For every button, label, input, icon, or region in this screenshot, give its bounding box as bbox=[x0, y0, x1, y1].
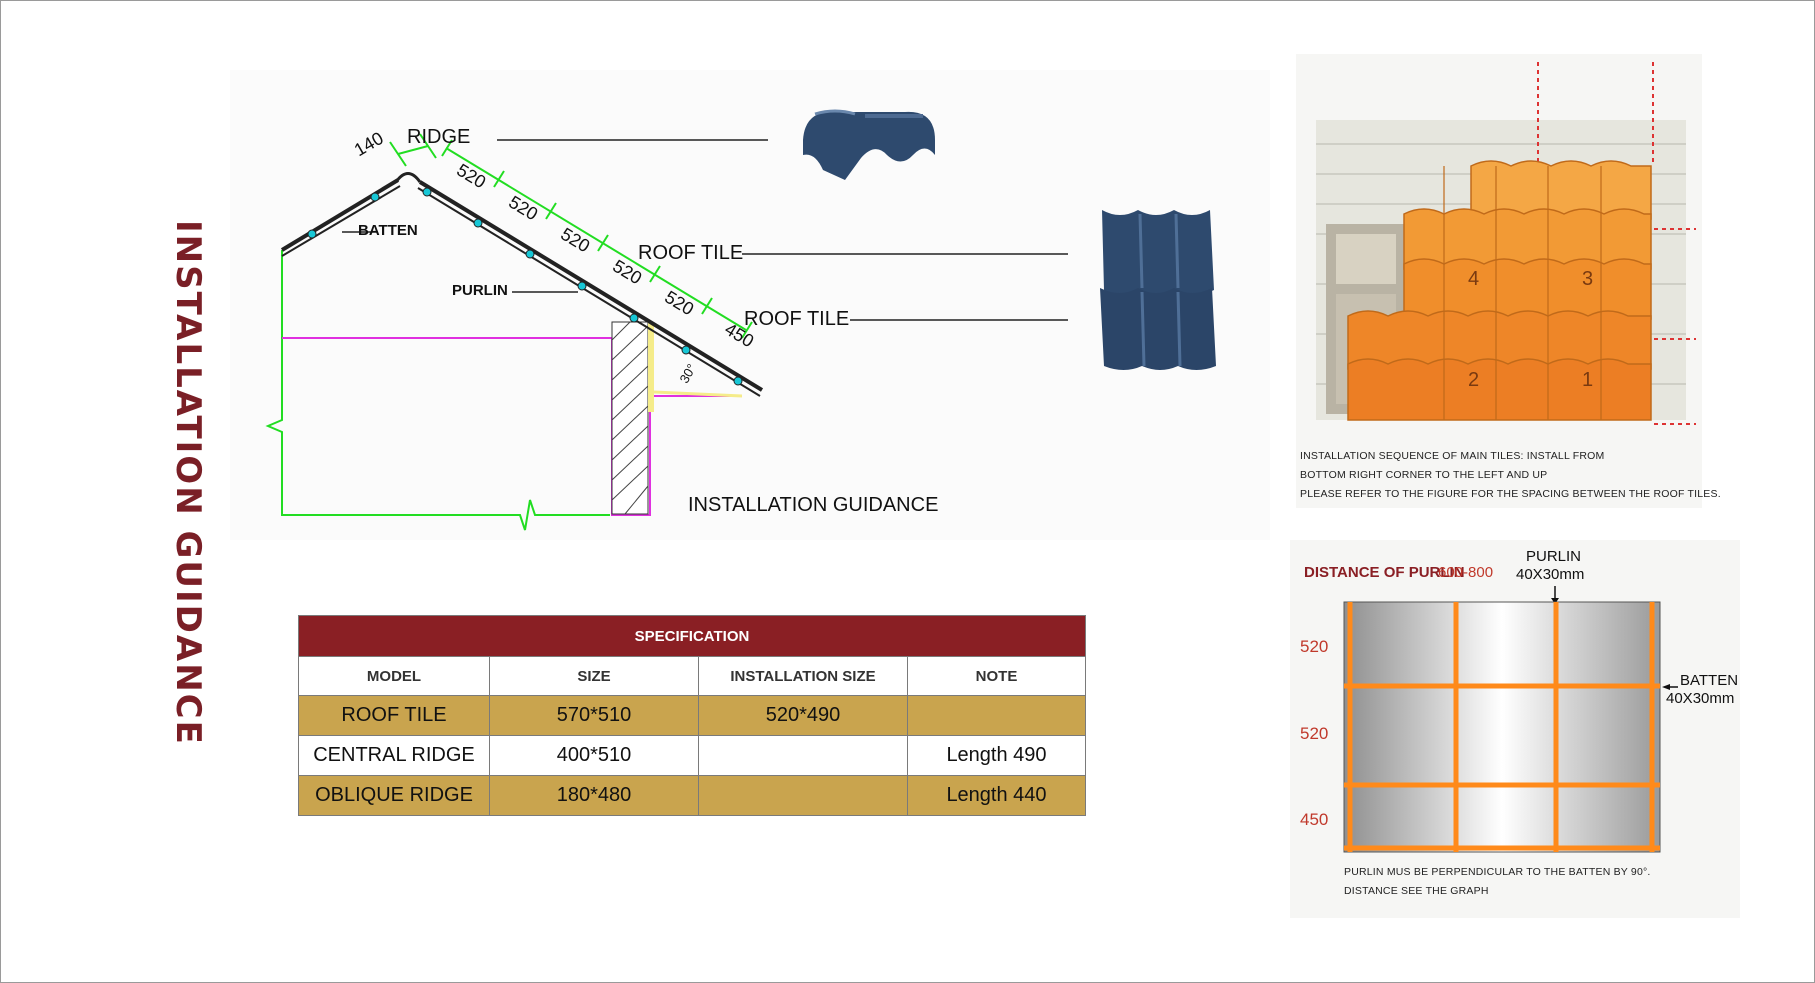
column-header-note: NOTE bbox=[907, 656, 1086, 696]
column-header-installation-size: INSTALLATION SIZE bbox=[698, 656, 908, 696]
cell-installation-size bbox=[698, 735, 908, 776]
specification-table: SPECIFICATION MODEL SIZE INSTALLATION SI… bbox=[298, 615, 1086, 816]
sequence-number: 4 bbox=[1468, 268, 1480, 290]
table-row: ROOF TILE 570*510 520*490 bbox=[298, 695, 1086, 736]
purlin-grid-graph bbox=[1343, 586, 1678, 853]
table-row: CENTRAL RIDGE 400*510 Length 490 bbox=[298, 735, 1086, 776]
sequence-note: BOTTOM RIGHT CORNER TO THE LEFT AND UP bbox=[1300, 469, 1548, 481]
purlin-distance-panel: DISTANCE OF PURLIN 600-800 PURLIN 40X30m… bbox=[1290, 540, 1740, 918]
cell-model: ROOF TILE bbox=[298, 695, 490, 736]
ridge-label: RIDGE bbox=[407, 126, 471, 148]
roof-tile-label-1: ROOF TILE bbox=[638, 242, 744, 264]
cell-size: 570*510 bbox=[489, 695, 699, 736]
spacing-label: 520 bbox=[1300, 724, 1329, 743]
batten-label: BATTEN bbox=[358, 222, 418, 239]
cell-installation-size: 520*490 bbox=[698, 695, 908, 736]
purlin-note: PURLIN MUS BE PERPENDICULAR TO THE BATTE… bbox=[1344, 866, 1651, 878]
column-header-size: SIZE bbox=[489, 656, 699, 696]
sequence-number: 2 bbox=[1468, 369, 1480, 391]
cell-note bbox=[907, 695, 1086, 736]
purlin-heading-value: 600-800 bbox=[1438, 564, 1494, 581]
cell-note: Length 490 bbox=[907, 735, 1086, 776]
batten-label: BATTEN bbox=[1680, 672, 1739, 689]
sequence-note: INSTALLATION SEQUENCE OF MAIN TILES: INS… bbox=[1300, 450, 1605, 462]
sequence-number: 3 bbox=[1582, 268, 1594, 290]
cell-model: OBLIQUE RIDGE bbox=[298, 775, 490, 816]
purlin-heading: DISTANCE OF PURLIN bbox=[1304, 564, 1465, 581]
spacing-label: 450 bbox=[1300, 810, 1329, 829]
purlin-label: PURLIN bbox=[1526, 548, 1582, 565]
roof-section-drawing bbox=[265, 133, 1068, 531]
cell-size: 180*480 bbox=[489, 775, 699, 816]
ridge-tile-image bbox=[803, 109, 935, 180]
cell-installation-size bbox=[698, 775, 908, 816]
purlin-label: PURLIN bbox=[452, 282, 508, 299]
cell-note: Length 440 bbox=[907, 775, 1086, 816]
specification-title: SPECIFICATION bbox=[298, 615, 1086, 657]
cell-model: CENTRAL RIDGE bbox=[298, 735, 490, 776]
sequence-note: PLEASE REFER TO THE FIGURE FOR THE SPACI… bbox=[1300, 488, 1721, 500]
cell-size: 400*510 bbox=[489, 735, 699, 776]
spacing-label: 520 bbox=[1300, 637, 1329, 656]
sequence-number: 1 bbox=[1582, 369, 1594, 391]
tile-sequence-photo bbox=[1316, 62, 1696, 425]
roof-tile-image bbox=[1100, 210, 1216, 370]
roof-section-diagram: RIDGE BATTEN PURLIN ROOF TILE ROOF TILE … bbox=[230, 70, 1270, 540]
table-row: OBLIQUE RIDGE 180*480 Length 440 bbox=[298, 775, 1086, 816]
installation-sequence-panel: 4 3 2 1 INSTALLATION SEQUENCE OF MAIN TI… bbox=[1296, 54, 1721, 508]
batten-size: 40X30mm bbox=[1666, 690, 1735, 707]
column-header-model: MODEL bbox=[298, 656, 490, 696]
diagram-caption: INSTALLATION GUIDANCE bbox=[688, 494, 939, 516]
roof-tile-label-2: ROOF TILE bbox=[744, 308, 850, 330]
purlin-size: 40X30mm bbox=[1516, 566, 1585, 583]
purlin-note: DISTANCE SEE THE GRAPH bbox=[1344, 885, 1489, 897]
page-title: INSTALLATION GUIDANCE bbox=[168, 220, 208, 746]
